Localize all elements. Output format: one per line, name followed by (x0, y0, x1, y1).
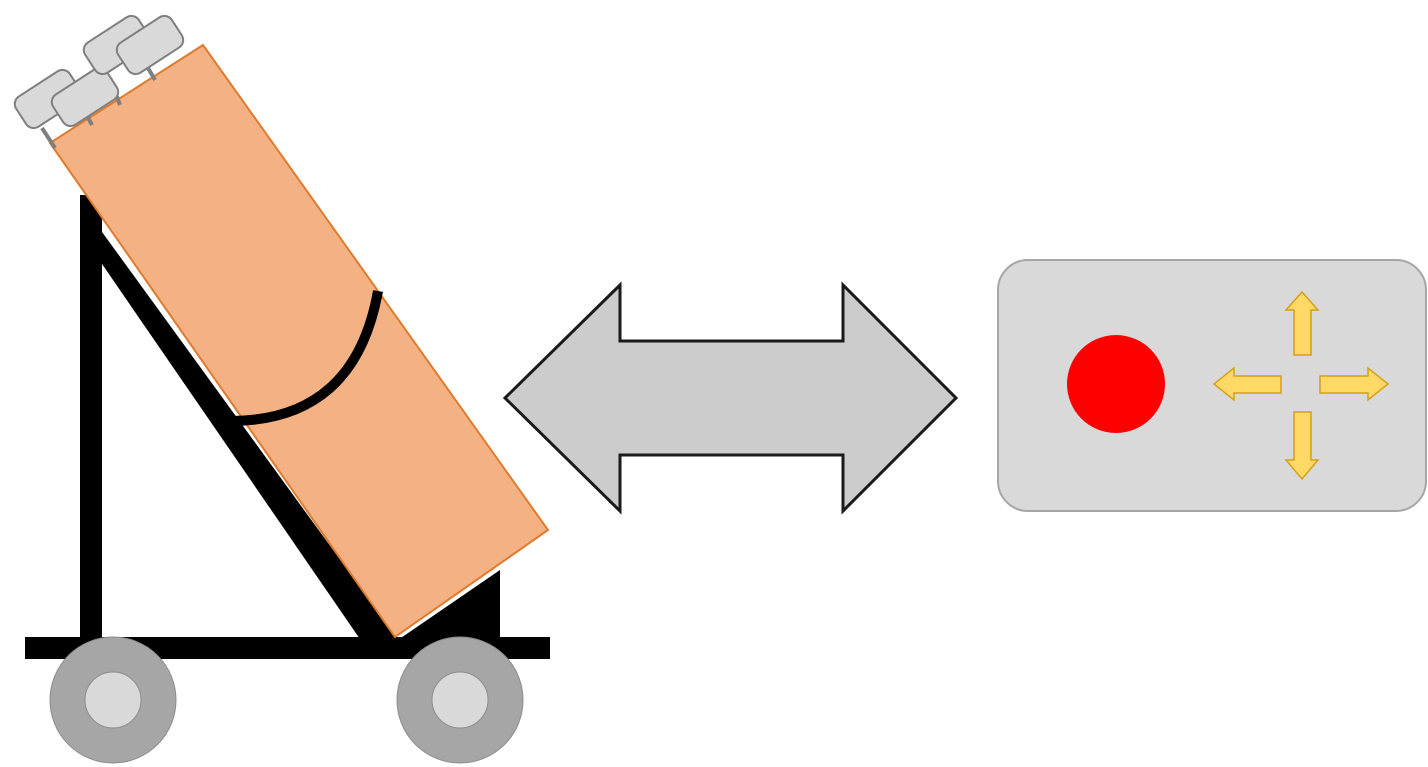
remote-control-body (997, 259, 1427, 512)
arrow-left-icon[interactable] (1212, 366, 1282, 402)
valve-handle (115, 14, 185, 76)
wheel-left (49, 636, 177, 764)
record-button-icon[interactable] (1067, 335, 1165, 433)
arrow-up-icon[interactable] (1284, 290, 1320, 356)
wheel-hub (84, 671, 142, 729)
cart-post (80, 195, 102, 645)
cylinder-valves (13, 14, 185, 150)
cart-brace (395, 570, 500, 642)
valve-stem (40, 126, 57, 150)
valve-handle (50, 66, 120, 128)
valve-stem (146, 66, 157, 82)
arrow-right-icon[interactable] (1319, 366, 1390, 402)
hand-truck (13, 14, 550, 764)
wheel-right (396, 636, 524, 764)
cylinder-strap (231, 290, 383, 426)
cart-diagonal-support (80, 232, 400, 642)
remote-control-icon[interactable] (997, 259, 1427, 512)
wheel-hub (431, 671, 489, 729)
arrow-down-icon[interactable] (1284, 411, 1320, 481)
double-headed-arrow-icon (502, 281, 959, 515)
